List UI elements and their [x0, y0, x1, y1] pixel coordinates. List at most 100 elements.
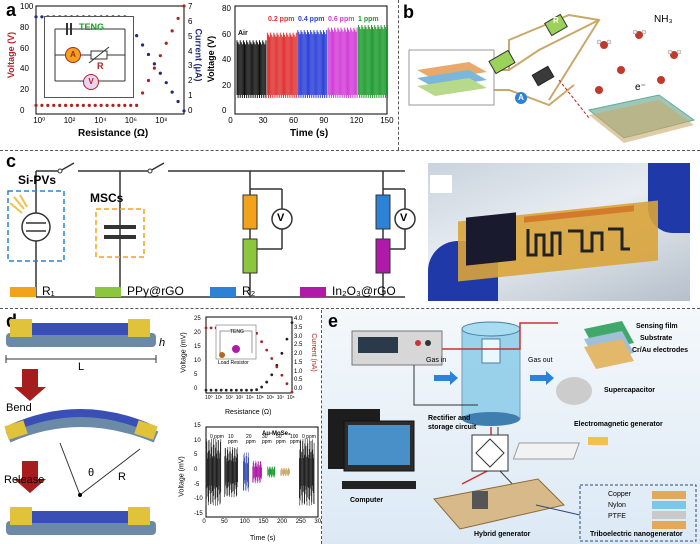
panel-c: c [0, 151, 700, 308]
a-voltage-point [111, 103, 115, 107]
a-voltage-point [176, 16, 180, 21]
a-right-ytick-4: 0 [222, 106, 227, 115]
a-series-label-2: 0.4 ppm [298, 16, 325, 23]
d-ppm-label-2: 20 ppm [246, 434, 256, 445]
d-top-voltage-point [250, 388, 253, 392]
a-right-ytick-2: 40 [222, 55, 231, 64]
a-left-xtick-0: 10⁰ [33, 116, 46, 125]
b-nh3-label: NH₃ [654, 14, 673, 25]
d-top-ytick-r-1: 3.5 [294, 324, 303, 331]
d-ppm-label-5: 100 ppm [290, 434, 300, 445]
d-top-voltage-point [280, 351, 284, 355]
d-top-current-point [285, 382, 289, 386]
a-left-ytick-l-4: 20 [20, 85, 29, 95]
c-legend-swatch-3 [300, 287, 326, 297]
a-inset-teng: TENG [79, 22, 105, 32]
a-current-point [170, 90, 174, 94]
panel-b: b A R NH₃ e⁻ [399, 0, 700, 150]
d-bottom-ytick-4: -5 [194, 481, 200, 488]
a-current-point [182, 109, 186, 113]
a-voltage-point [99, 103, 103, 107]
d-top-xtick-2: 10² [225, 395, 233, 401]
a-voltage-point [75, 103, 80, 107]
d-bottom-ytick-0: 15 [194, 423, 201, 429]
d-bottom-xtick-6: 300 [314, 519, 321, 525]
e-electromagnetic: Electromagnetic generator [574, 421, 663, 428]
d-top-voltage-point [285, 337, 289, 341]
a-voltage-point [40, 103, 44, 107]
a-voltage-point [182, 4, 186, 8]
d-top-xtick-4: 10⁴ [246, 395, 254, 401]
c-legend-label-1: PPy@rGO [127, 284, 184, 298]
c-legend-label-0: R₁ [42, 284, 55, 298]
a-series-label-1: 0.2 ppm [268, 16, 295, 23]
c-device-photo [428, 163, 690, 301]
a-voltage-point [123, 103, 127, 107]
d-top-current-point [290, 390, 294, 394]
a-left-ytick-r-0: 7 [188, 2, 193, 11]
a-left-ytick-l-5: 0 [20, 106, 25, 115]
col-divider-de [321, 310, 322, 544]
e-copper: Copper [608, 491, 631, 498]
e-nylon: Nylon [608, 502, 626, 509]
a-series-label-3: 0.6 ppm [328, 16, 355, 23]
d-top-ytick-r-4: 2.0 [294, 351, 303, 357]
a-left-ytick-l-2: 60 [20, 43, 29, 53]
b-electron-label: e⁻ [635, 82, 646, 93]
d-top-current-point [270, 357, 274, 360]
row-divider-1 [0, 150, 700, 151]
d-top-xlabel: Resistance (Ω) [225, 409, 272, 416]
d-bottom-title: Au-MoSe₂ [262, 431, 291, 437]
e-sensing-film: Sensing film [636, 323, 678, 330]
a-current-point [158, 71, 162, 75]
d-top-voltage-point [245, 388, 248, 392]
panel-label-e: e [328, 311, 339, 331]
a-inset-voltmeter-icon: V [83, 74, 99, 90]
d-top-xtick-7: 10⁷ [276, 395, 285, 401]
a-right-ytick-0: 80 [222, 4, 231, 13]
a-voltage-point [81, 103, 85, 107]
c-mscs-label: MSCs [90, 191, 124, 205]
a-current-point [34, 15, 38, 19]
c-legend-label-2: R₂ [242, 284, 256, 298]
e-hybrid: Hybrid generator [474, 531, 531, 538]
d-top-ytick-l-0: 25 [194, 316, 201, 322]
d-top-voltage-point [255, 388, 258, 392]
a-voltage-point [34, 103, 38, 107]
c-legend-swatch-2 [210, 287, 236, 297]
d-h-label: h [159, 337, 166, 349]
panel-label-a: a [6, 0, 17, 20]
a-left-xtick-3: 10⁶ [124, 116, 137, 125]
a-right-xtick-1: 30 [258, 116, 268, 125]
a-voltage-point [158, 54, 162, 58]
a-left-ytick-r-4: 3 [188, 61, 193, 71]
d-top-voltage-point [270, 373, 274, 377]
d-top-voltage-point [204, 388, 208, 392]
a-voltage-point [140, 91, 145, 95]
e-substrate: Substrate [640, 335, 673, 342]
d-top-voltage-point [234, 388, 238, 392]
e-supercapacitor: Supercapacitor [604, 387, 655, 394]
d-top-ytick-r-8: 0.0 [294, 386, 303, 392]
d-top-current-point [280, 373, 284, 377]
d-top-xtick-3: 10³ [235, 395, 243, 401]
a-left-ytick-l-3: 40 [20, 64, 29, 74]
panel-d-bottom-chart [205, 426, 319, 518]
e-teng-label: Triboelectric nanogenerator [590, 531, 683, 538]
d-bottom-xtick-3: 150 [258, 519, 269, 525]
c-legend-label-3: In₂O₃@rGO [332, 284, 396, 298]
d-top-voltage-point [240, 388, 243, 392]
c-voltmeter-1: V [277, 212, 285, 224]
d-top-inset-teng: TENG [230, 329, 244, 335]
d-top-ytick-l-2: 15 [194, 344, 201, 350]
a-right-ylabel: Voltage (V) [206, 35, 217, 83]
e-rectifier: Rectifier and [428, 415, 471, 422]
d-bottom-xtick-5: 250 [295, 519, 306, 525]
d-top-current-point [204, 326, 208, 330]
b-resistor-label: R [553, 16, 559, 25]
d-bend-label: Bend [6, 402, 32, 414]
c-si-pvs-label: Si-PVs [18, 173, 57, 187]
a-voltage-point [152, 66, 156, 70]
d-top-ytick-r-5: 1.5 [294, 359, 303, 366]
col-divider-ab [398, 0, 399, 150]
